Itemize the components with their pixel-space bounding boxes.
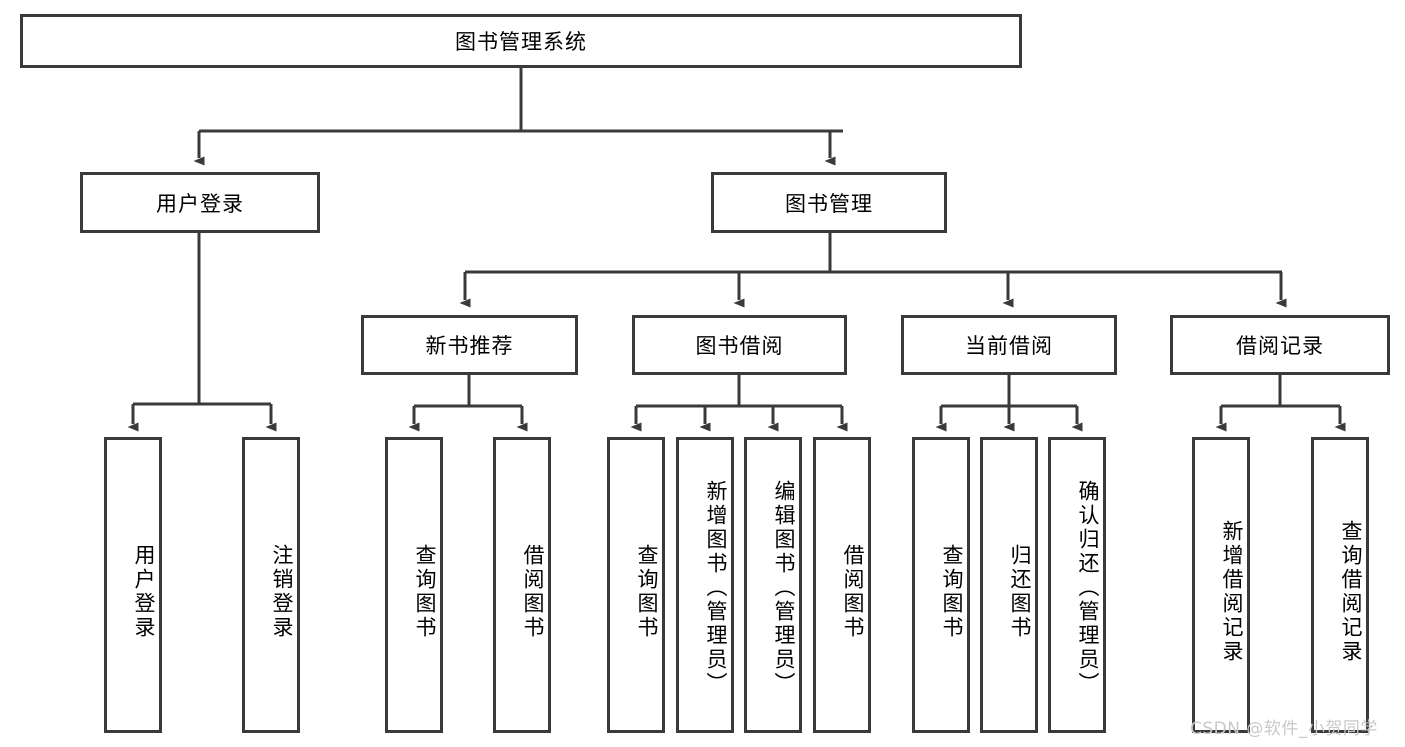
watermark: CSDN @软件_小贺同学 — [1190, 714, 1378, 739]
leaf-label: 查询图书 — [940, 544, 964, 640]
node-user-login-label: 用户登录 — [156, 191, 244, 216]
leaf-book-borrow-query[interactable]: 查询图书 — [607, 437, 665, 733]
leaf-label: 编辑图书（管理员） — [772, 480, 796, 696]
leaf-borrow-record-add[interactable]: 新增借阅记录 — [1192, 437, 1250, 733]
node-book-borrow[interactable]: 图书借阅 — [632, 315, 847, 375]
node-root[interactable]: 图书管理系统 — [20, 14, 1022, 68]
leaf-label: 确认归还（管理员） — [1076, 480, 1100, 696]
node-current-borrow-label: 当前借阅 — [965, 334, 1053, 358]
leaf-label: 查询借阅记录 — [1339, 520, 1363, 664]
leaf-label: 查询图书 — [413, 544, 437, 640]
node-new-book-recommend-label: 新书推荐 — [425, 334, 514, 358]
node-book-borrow-label: 图书借阅 — [695, 334, 784, 358]
leaf-label: 用户登录 — [132, 544, 156, 640]
leaf-new-book-borrow[interactable]: 借阅图书 — [493, 437, 551, 733]
leaf-new-book-query[interactable]: 查询图书 — [385, 437, 443, 733]
node-book-management[interactable]: 图书管理 — [711, 172, 947, 233]
leaf-label: 新增图书（管理员） — [704, 480, 728, 696]
leaf-current-borrow-confirm-return[interactable]: 确认归还（管理员） — [1048, 437, 1106, 733]
node-book-management-label: 图书管理 — [785, 191, 873, 216]
leaf-label: 借阅图书 — [521, 544, 545, 640]
leaf-book-borrow-add[interactable]: 新增图书（管理员） — [676, 437, 734, 733]
watermark-text: CSDN @软件_小贺同学 — [1190, 719, 1378, 739]
leaf-label: 注销登录 — [270, 544, 294, 640]
leaf-user-login-signout[interactable]: 注销登录 — [242, 437, 300, 733]
leaf-borrow-record-query[interactable]: 查询借阅记录 — [1311, 437, 1369, 733]
leaf-user-login-signin[interactable]: 用户登录 — [104, 437, 162, 733]
node-user-login[interactable]: 用户登录 — [80, 172, 320, 233]
leaf-book-borrow-edit[interactable]: 编辑图书（管理员） — [744, 437, 802, 733]
leaf-book-borrow-lend[interactable]: 借阅图书 — [813, 437, 871, 733]
leaf-current-borrow-return[interactable]: 归还图书 — [980, 437, 1038, 733]
node-borrow-record-label: 借阅记录 — [1236, 334, 1324, 358]
leaf-label: 借阅图书 — [841, 544, 865, 640]
leaf-current-borrow-query[interactable]: 查询图书 — [912, 437, 970, 733]
node-borrow-record[interactable]: 借阅记录 — [1170, 315, 1390, 375]
node-root-label: 图书管理系统 — [455, 30, 587, 54]
leaf-label: 归还图书 — [1008, 544, 1032, 640]
node-current-borrow[interactable]: 当前借阅 — [901, 315, 1117, 375]
leaf-label: 新增借阅记录 — [1220, 520, 1244, 664]
node-new-book-recommend[interactable]: 新书推荐 — [361, 315, 578, 375]
leaf-label: 查询图书 — [635, 544, 659, 640]
